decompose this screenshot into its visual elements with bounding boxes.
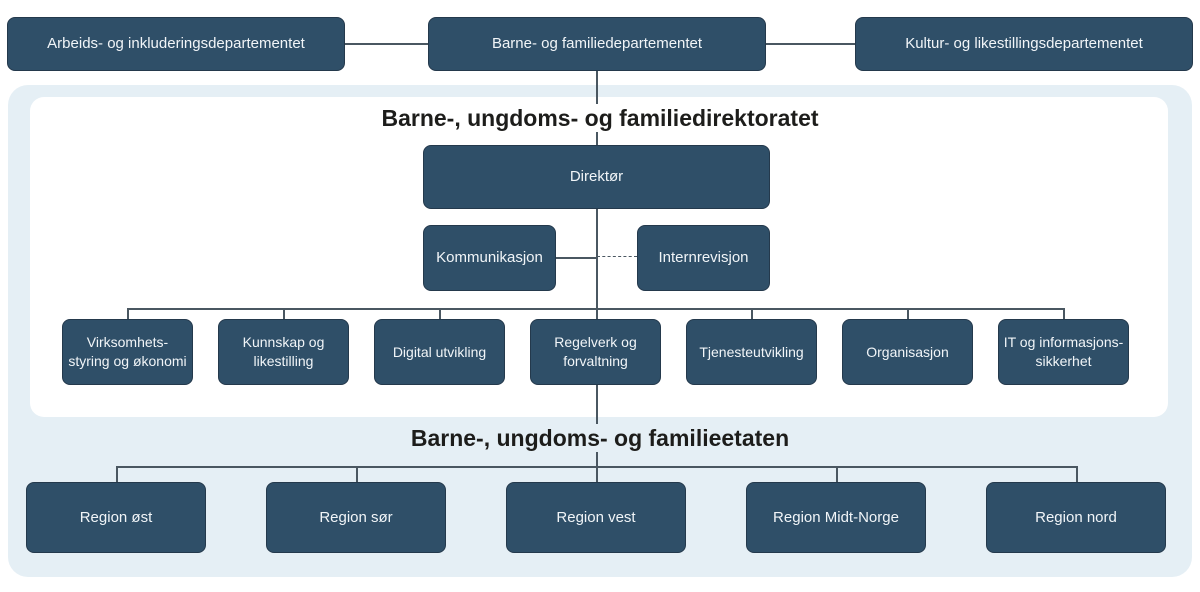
box-label-line: Organisasjon — [866, 343, 949, 360]
connector-line — [116, 466, 118, 482]
region-ost: Region øst — [26, 482, 206, 553]
region-midt-norge: Region Midt-Norge — [746, 482, 926, 553]
connector-line — [556, 257, 597, 259]
box-label-line: likestilling — [253, 353, 314, 369]
connector-line — [751, 308, 753, 319]
connector-line — [1076, 466, 1078, 482]
connector-line-dashed — [597, 256, 637, 257]
division-virksomhetsstyring: Virksomhets- styring og økonomi — [62, 319, 193, 385]
region-sor: Region sør — [266, 482, 446, 553]
box-label: Barne- og familiedepartementet — [491, 35, 703, 52]
connector-line — [1063, 308, 1065, 319]
box-label: Arbeids- og inkluderingsdepartementet — [47, 35, 305, 52]
connector-line — [283, 308, 285, 319]
box-label-line: Digital utvikling — [392, 343, 487, 360]
department-barne-familie: Barne- og familiedepartementet — [428, 17, 766, 71]
box-label: Kommunikasjon — [436, 249, 543, 266]
box-label-line: Virksomhets- — [86, 334, 169, 350]
box-label: Internrevisjon — [658, 249, 749, 266]
connector-line — [345, 43, 428, 45]
unit-kommunikasjon: Kommunikasjon — [423, 225, 556, 291]
connector-line — [127, 308, 129, 319]
division-regelverk-forvaltning: Regelverk og forvaltning — [530, 319, 661, 385]
agency-title: Barne-, ungdoms- og familieetaten — [398, 424, 802, 452]
box-label: Region vest — [556, 508, 636, 526]
box-label-line: styring og økonomi — [68, 353, 187, 369]
division-it-informasjonssikkerhet: IT og informasjons- sikkerhet — [998, 319, 1129, 385]
directorate-title: Barne-, ungdoms- og familiedirektoratet — [369, 104, 831, 132]
box-label-line: Kunnskap og — [242, 334, 325, 350]
division-tjenesteutvikling: Tjenesteutvikling — [686, 319, 817, 385]
box-label-line: forvaltning — [563, 353, 628, 369]
department-kultur-likestilling: Kultur- og likestillingsdepartementet — [855, 17, 1193, 71]
region-nord: Region nord — [986, 482, 1166, 553]
box-label-line: Tjenesteutvikling — [699, 343, 804, 360]
box-label: Region øst — [79, 508, 153, 526]
division-organisasjon: Organisasjon — [842, 319, 973, 385]
box-label: Region nord — [1035, 508, 1117, 526]
connector-line — [596, 466, 598, 482]
box-label: Region sør — [319, 508, 393, 526]
connector-line — [836, 466, 838, 482]
director-box: Direktør — [423, 145, 770, 209]
box-label-line: Regelverk og — [554, 334, 637, 350]
division-kunnskap-likestilling: Kunnskap og likestilling — [218, 319, 349, 385]
division-digital-utvikling: Digital utvikling — [374, 319, 505, 385]
connector-line — [766, 43, 855, 45]
box-label: Region Midt-Norge — [773, 508, 899, 526]
box-label-line: sikkerhet — [1035, 353, 1092, 369]
connector-line — [439, 308, 441, 319]
unit-internrevisjon: Internrevisjon — [637, 225, 770, 291]
connector-line — [127, 308, 1064, 310]
region-vest: Region vest — [506, 482, 686, 553]
connector-line — [596, 209, 598, 320]
box-label: Direktør — [569, 168, 624, 185]
connector-line — [907, 308, 909, 319]
box-label-line: IT og informasjons- — [1003, 334, 1124, 350]
department-arbeids-inkludering: Arbeids- og inkluderingsdepartementet — [7, 17, 345, 71]
connector-line — [356, 466, 358, 482]
box-label: Kultur- og likestillingsdepartementet — [905, 35, 1143, 52]
